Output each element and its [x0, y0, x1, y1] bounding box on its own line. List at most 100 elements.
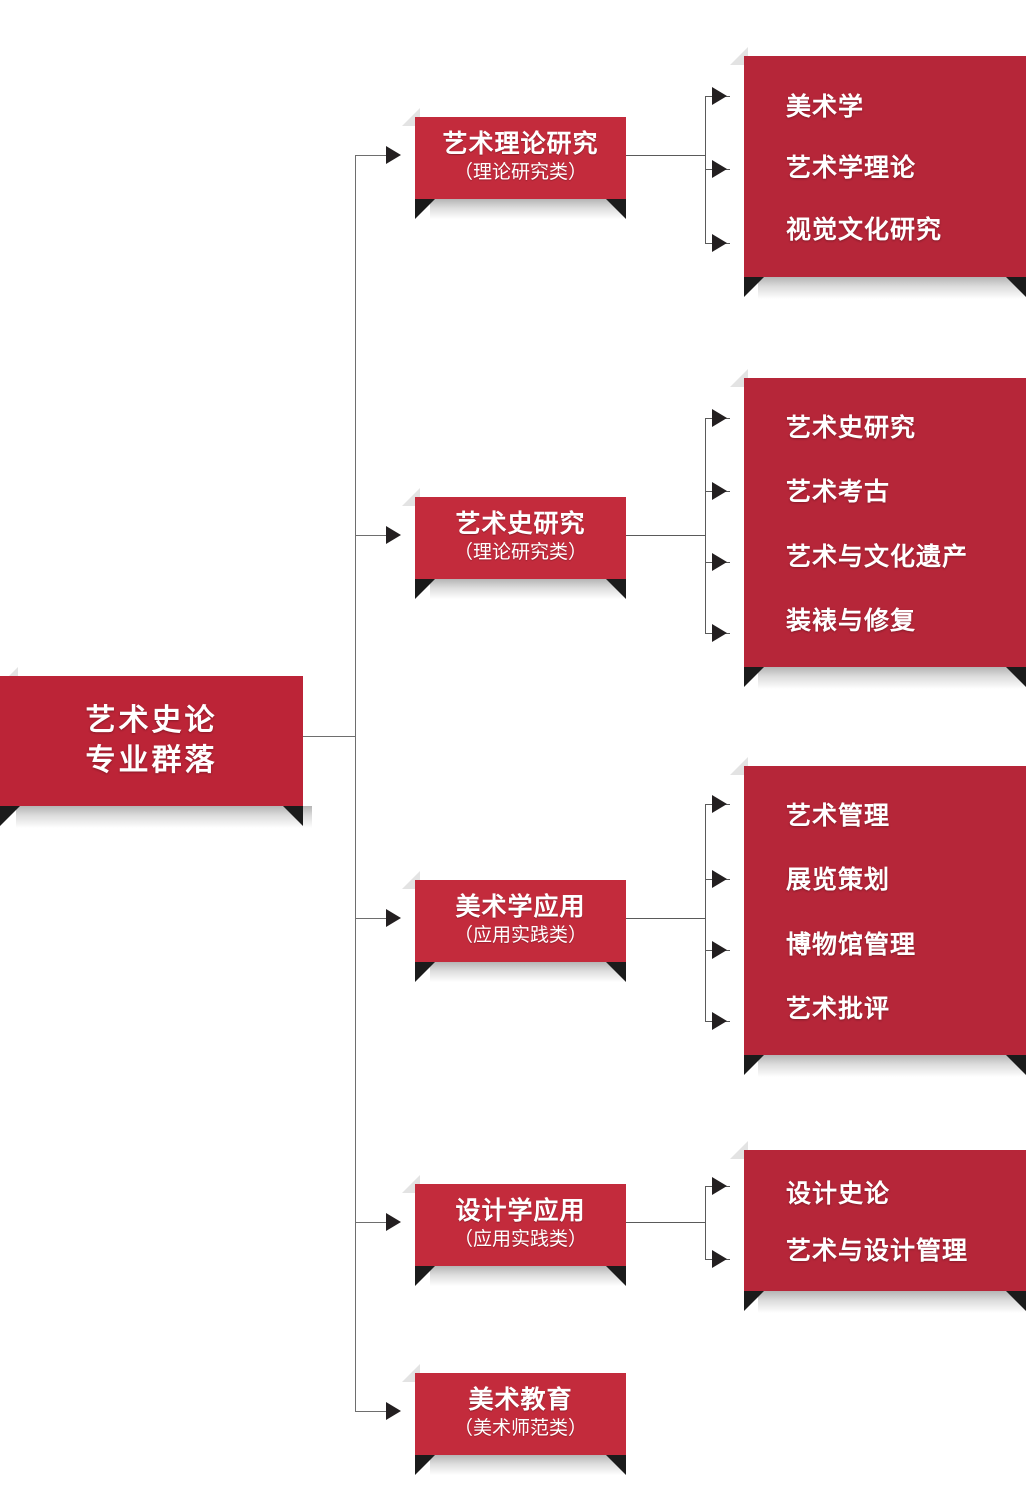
- connector-root-to-spine: [302, 736, 356, 737]
- arrow-into-group2-child-3: [712, 553, 727, 571]
- group-3-item-4[interactable]: 艺术批评: [786, 994, 891, 1023]
- group-1-corner-highlight: [730, 47, 748, 65]
- arrow-into-branch-2: [386, 526, 401, 544]
- branch-1-tab-left: [415, 199, 435, 219]
- branch-node-fine-arts-application[interactable]: 美术学应用 （应用实践类）: [415, 880, 626, 962]
- branch-3-tab-left: [415, 962, 435, 982]
- branch-1-tab-right: [606, 199, 626, 219]
- branch-3-title: 美术学应用: [455, 893, 586, 922]
- branch-2-tab-right: [606, 579, 626, 599]
- branch-2-shadow: [430, 579, 626, 599]
- arrow-into-group1-child-2: [712, 160, 727, 178]
- root-node[interactable]: 艺术史论 专业群落: [0, 676, 303, 806]
- branch-5-tab-left: [415, 1455, 435, 1475]
- branch-2-subtitle: （理论研究类）: [453, 542, 587, 564]
- group-block-design-application[interactable]: 设计史论 艺术与设计管理: [744, 1150, 1026, 1291]
- group-4-item-1[interactable]: 设计史论: [786, 1180, 891, 1209]
- arrow-into-group2-child-1: [712, 409, 727, 427]
- branch-3-shadow: [430, 962, 626, 982]
- connector-branch1-out: [626, 155, 706, 156]
- branch-1-title: 艺术理论研究: [442, 130, 599, 159]
- root-line-2: 专业群落: [85, 744, 218, 777]
- branch-4-tab-left: [415, 1266, 435, 1286]
- root-tab-left: [0, 806, 20, 826]
- group-block-art-theory[interactable]: 美术学 艺术学理论 视觉文化研究: [744, 56, 1026, 277]
- connector-spine-to-branch-5: [355, 1411, 388, 1412]
- group-block-fine-arts-application[interactable]: 艺术管理 展览策划 博物馆管理 艺术批评: [744, 766, 1026, 1055]
- connector-group1-bus: [705, 96, 706, 244]
- branch-node-design-application[interactable]: 设计学应用 （应用实践类）: [415, 1184, 626, 1266]
- connector-branch4-out: [626, 1222, 706, 1223]
- branch-2-tab-left: [415, 579, 435, 599]
- branch-node-art-theory[interactable]: 艺术理论研究 （理论研究类）: [415, 117, 626, 199]
- arrow-into-group3-child-3: [712, 941, 727, 959]
- arrow-into-branch-5: [386, 1402, 401, 1420]
- group-1-item-3[interactable]: 视觉文化研究: [786, 216, 943, 245]
- branch-node-art-history[interactable]: 艺术史研究 （理论研究类）: [415, 497, 626, 579]
- group-3-shadow: [758, 1055, 1026, 1077]
- group-4-tab-left: [744, 1291, 764, 1311]
- connector-main-spine: [355, 155, 356, 1411]
- arrow-into-group3-child-2: [712, 870, 727, 888]
- root-tab-right: [283, 806, 303, 826]
- branch-2-title: 艺术史研究: [455, 510, 586, 539]
- group-2-shadow: [758, 667, 1026, 689]
- arrow-into-group2-child-2: [712, 482, 727, 500]
- arrow-into-group3-child-4: [712, 1012, 727, 1030]
- branch-node-art-education[interactable]: 美术教育 （美术师范类）: [415, 1373, 626, 1455]
- arrow-into-group2-child-4: [712, 624, 727, 642]
- group-3-item-3[interactable]: 博物馆管理: [786, 930, 917, 959]
- branch-3-tab-right: [606, 962, 626, 982]
- group-4-shadow: [758, 1291, 1026, 1313]
- connector-branch3-out: [626, 918, 706, 919]
- group-2-item-2[interactable]: 艺术考古: [786, 478, 891, 507]
- group-block-art-history[interactable]: 艺术史研究 艺术考古 艺术与文化遗产 装裱与修复: [744, 378, 1026, 667]
- group-3-item-2[interactable]: 展览策划: [786, 866, 891, 895]
- group-4-item-2[interactable]: 艺术与设计管理: [786, 1236, 969, 1265]
- branch-1-subtitle: （理论研究类）: [453, 162, 587, 184]
- branch-1-shadow: [430, 199, 626, 219]
- group-2-tab-right: [1006, 667, 1026, 687]
- arrow-into-group4-child-2: [712, 1250, 727, 1268]
- group-3-tab-right: [1006, 1055, 1026, 1075]
- arrow-into-group3-child-1: [712, 795, 727, 813]
- connector-spine-to-branch-4: [355, 1222, 388, 1223]
- group-2-item-1[interactable]: 艺术史研究: [786, 414, 917, 443]
- group-3-corner-highlight: [730, 757, 748, 775]
- group-4-corner-highlight: [730, 1141, 748, 1159]
- group-1-item-1[interactable]: 美术学: [786, 92, 865, 121]
- group-4-tab-right: [1006, 1291, 1026, 1311]
- group-3-item-1[interactable]: 艺术管理: [786, 802, 891, 831]
- branch-5-title: 美术教育: [468, 1386, 573, 1415]
- group-2-item-4[interactable]: 装裱与修复: [786, 606, 917, 635]
- group-2-tab-left: [744, 667, 764, 687]
- branch-5-tab-right: [606, 1455, 626, 1475]
- branch-4-shadow: [430, 1266, 626, 1286]
- connector-group4-bus: [705, 1186, 706, 1260]
- group-2-corner-highlight: [730, 369, 748, 387]
- connector-branch2-out: [626, 535, 706, 536]
- branch-4-title: 设计学应用: [455, 1197, 586, 1226]
- arrow-into-branch-1: [386, 146, 401, 164]
- group-2-item-3[interactable]: 艺术与文化遗产: [786, 542, 969, 571]
- group-1-shadow: [758, 277, 1026, 299]
- branch-5-subtitle: （美术师范类）: [453, 1418, 587, 1440]
- branch-3-subtitle: （应用实践类）: [453, 925, 587, 947]
- branch-4-tab-right: [606, 1266, 626, 1286]
- group-1-item-2[interactable]: 艺术学理论: [786, 154, 917, 183]
- group-1-tab-left: [744, 277, 764, 297]
- connector-spine-to-branch-1: [355, 155, 388, 156]
- branch-4-subtitle: （应用实践类）: [453, 1229, 587, 1251]
- connector-group3-bus: [705, 804, 706, 1022]
- connector-spine-to-branch-2: [355, 535, 388, 536]
- branch-5-shadow: [430, 1455, 626, 1475]
- arrow-into-group4-child-1: [712, 1177, 727, 1195]
- root-shadow: [16, 806, 312, 828]
- arrow-into-branch-3: [386, 909, 401, 927]
- group-3-tab-left: [744, 1055, 764, 1075]
- connector-spine-to-branch-3: [355, 918, 388, 919]
- group-1-tab-right: [1006, 277, 1026, 297]
- arrow-into-group1-child-3: [712, 234, 727, 252]
- arrow-into-group1-child-1: [712, 87, 727, 105]
